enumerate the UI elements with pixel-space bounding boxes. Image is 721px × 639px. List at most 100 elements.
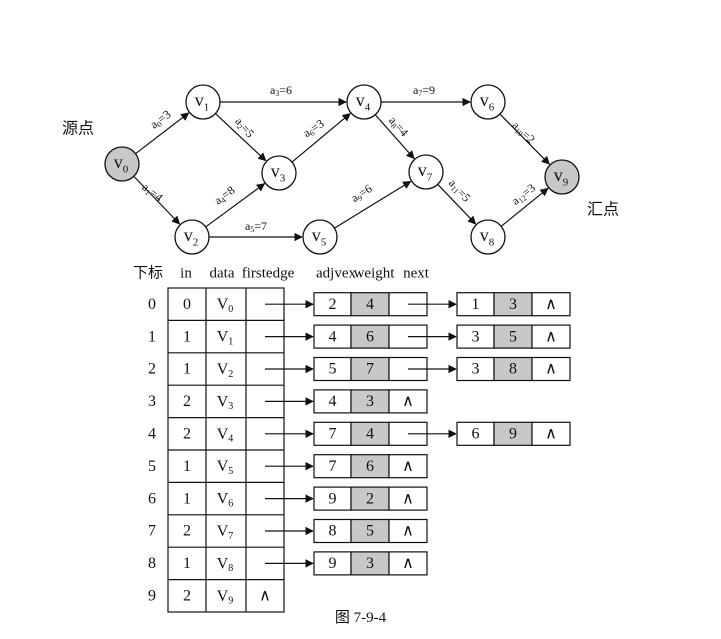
data-value: V4 (217, 425, 234, 444)
edge-label: a7=9 (413, 83, 435, 98)
weight-value: 8 (509, 361, 517, 378)
adjvex-value: 1 (472, 296, 480, 313)
weight-value: 2 (366, 490, 374, 507)
data-value: V9 (217, 587, 234, 606)
row-index: 5 (148, 458, 156, 475)
next-cell (388, 551, 428, 576)
weight-value: 9 (509, 425, 517, 442)
data-value: V1 (217, 328, 234, 347)
vertex-label: v4 (356, 90, 371, 113)
weight-value: 3 (509, 296, 517, 313)
vertex-v8 (470, 219, 506, 255)
column-header: adjvex (316, 265, 356, 281)
weight-value: 4 (366, 425, 374, 442)
row-index: 2 (148, 361, 156, 378)
in-degree-value: 1 (183, 555, 191, 572)
edge-v6-v9 (499, 113, 550, 165)
adjvex-value: 4 (329, 393, 337, 410)
aoe-network: a0=3a1=4a2=5a3=6a4=8a5=7a6=3a7=9a8=4a9=6… (62, 83, 619, 255)
adjvex-value: 8 (329, 523, 337, 540)
weight-value: 3 (366, 393, 374, 410)
vertex-v4 (346, 84, 382, 120)
vertex-v0 (104, 146, 140, 182)
vertex-label: v6 (480, 90, 495, 113)
adjvex-value: 7 (329, 458, 337, 475)
edge-label: a0=3 (147, 107, 174, 132)
edge-label: a9=6 (348, 181, 375, 206)
row-index: 6 (148, 490, 156, 507)
column-header: next (403, 265, 430, 281)
vertex-label: v1 (195, 90, 210, 113)
row-index: 7 (148, 523, 156, 540)
vertex-label: v2 (184, 225, 199, 248)
in-degree-value: 2 (183, 393, 191, 410)
edge-node: 4 3 ∧ (313, 389, 428, 414)
row-index: 1 (148, 328, 156, 345)
data-value: V5 (217, 458, 234, 477)
vertex-v2 (174, 219, 210, 255)
weight-value: 5 (509, 328, 517, 345)
edge-label: a6=3 (300, 116, 327, 141)
row-index: 8 (148, 555, 156, 572)
edge-label: a3=6 (270, 83, 292, 98)
edge-node: 8 5 ∧ (313, 518, 428, 544)
vertex-label: v3 (271, 161, 286, 184)
edge-label: a4=8 (211, 183, 238, 208)
in-degree-value: 1 (183, 458, 191, 475)
vertex-v9 (544, 159, 580, 195)
next-cell (388, 454, 428, 479)
vertex-label: v5 (312, 225, 327, 248)
edge-node: 9 2 ∧ (313, 486, 428, 511)
column-header: in (180, 265, 192, 281)
null-symbol: ∧ (259, 587, 271, 604)
next-cell (531, 324, 571, 349)
null-symbol: ∧ (402, 523, 414, 540)
null-symbol: ∧ (545, 328, 557, 345)
in-degree-value: 2 (183, 425, 191, 442)
in-degree-value: 0 (183, 296, 191, 313)
edge-v8-v9 (500, 187, 549, 227)
column-header: firstedge (242, 265, 295, 281)
next-cell (388, 389, 428, 414)
vertex-label: v8 (480, 225, 495, 248)
weight-value: 4 (366, 296, 374, 313)
vertex-label: v7 (418, 160, 433, 183)
data-value: V8 (217, 555, 234, 574)
column-header: data (210, 265, 235, 281)
edge-label: a10=2 (509, 118, 538, 147)
next-cell (531, 356, 571, 382)
adjvex-value: 9 (329, 555, 337, 572)
edge-v0-v2 (133, 175, 181, 225)
weight-value: 6 (366, 458, 374, 475)
weight-value: 5 (366, 523, 374, 540)
edge-label: a8=4 (386, 113, 412, 140)
null-symbol: ∧ (545, 296, 557, 313)
weight-value: 3 (366, 555, 374, 572)
edge-v5-v7 (334, 180, 412, 229)
edge-label: a5=7 (245, 219, 267, 234)
vertex-label: v0 (114, 152, 129, 175)
vertex-v3 (261, 155, 297, 191)
column-header: weight (354, 265, 396, 281)
vertex-label: v9 (554, 165, 569, 188)
vertex-v6 (470, 84, 506, 120)
figure-caption: 图 7-9-4 (334, 610, 387, 626)
adjvex-value: 9 (329, 490, 337, 507)
null-symbol: ∧ (402, 490, 414, 507)
adjvex-value: 5 (329, 361, 337, 378)
edge-v3-v4 (291, 113, 351, 163)
null-symbol: ∧ (402, 393, 414, 410)
data-value: V0 (217, 296, 234, 315)
sink-label: 汇点 (587, 201, 619, 219)
data-value: V3 (217, 393, 234, 412)
next-cell (388, 486, 428, 511)
row-index: 9 (148, 587, 156, 604)
edge-v0-v1 (135, 112, 190, 155)
